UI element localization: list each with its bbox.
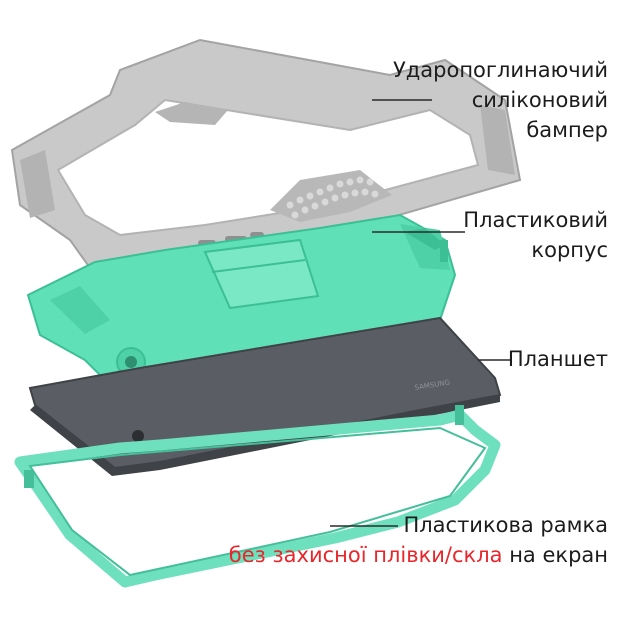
bumper-grip-top bbox=[155, 102, 228, 125]
label-bumper: Ударопоглинаючий силіконовий бампер bbox=[393, 55, 608, 145]
label-frame: Пластикова рамка без захисної плівки/скл… bbox=[229, 510, 608, 570]
label-shell: Пластиковий корпус bbox=[463, 205, 608, 265]
shell-pen-holder bbox=[405, 228, 445, 250]
frame-inner-edge bbox=[28, 426, 487, 577]
shell-corner-mount-left bbox=[50, 286, 110, 334]
label-shell-line1: Пластиковий bbox=[463, 208, 608, 232]
label-tablet: Планшет bbox=[508, 344, 608, 374]
frame-outer bbox=[14, 409, 501, 588]
plastic-frame bbox=[14, 405, 501, 588]
label-frame-line2: без захисної плівки/скла на екран bbox=[229, 540, 608, 570]
frame-clip-left bbox=[24, 470, 34, 488]
shell-kickstand bbox=[203, 238, 320, 310]
pointer-lines bbox=[330, 99, 512, 527]
tablet: SAMSUNG bbox=[28, 316, 502, 476]
label-bumper-line1: Ударопоглинаючий bbox=[392, 58, 608, 82]
label-bumper-line2: силіконовий bbox=[471, 88, 608, 112]
silicone-bumper bbox=[10, 38, 522, 277]
label-shell-line2: корпус bbox=[531, 238, 608, 262]
bumper-corner-right bbox=[480, 105, 515, 175]
frame-clip-right bbox=[455, 405, 464, 425]
bumper-hex-pattern bbox=[286, 176, 379, 219]
shell-pen-slot bbox=[440, 240, 448, 262]
label-frame-line1: Пластикова рамка bbox=[403, 513, 608, 537]
label-bumper-line3: бампер bbox=[526, 118, 608, 142]
bumper-opening bbox=[56, 98, 480, 237]
label-tablet-line1: Планшет bbox=[507, 347, 608, 371]
bumper-corner-left bbox=[20, 150, 55, 218]
tablet-camera bbox=[132, 430, 144, 442]
label-frame-line2-rest: на екран bbox=[502, 543, 608, 567]
label-frame-warning: без захисної плівки/скла bbox=[228, 543, 503, 567]
kickstand-hinge bbox=[211, 259, 306, 273]
plastic-shell bbox=[26, 213, 457, 387]
